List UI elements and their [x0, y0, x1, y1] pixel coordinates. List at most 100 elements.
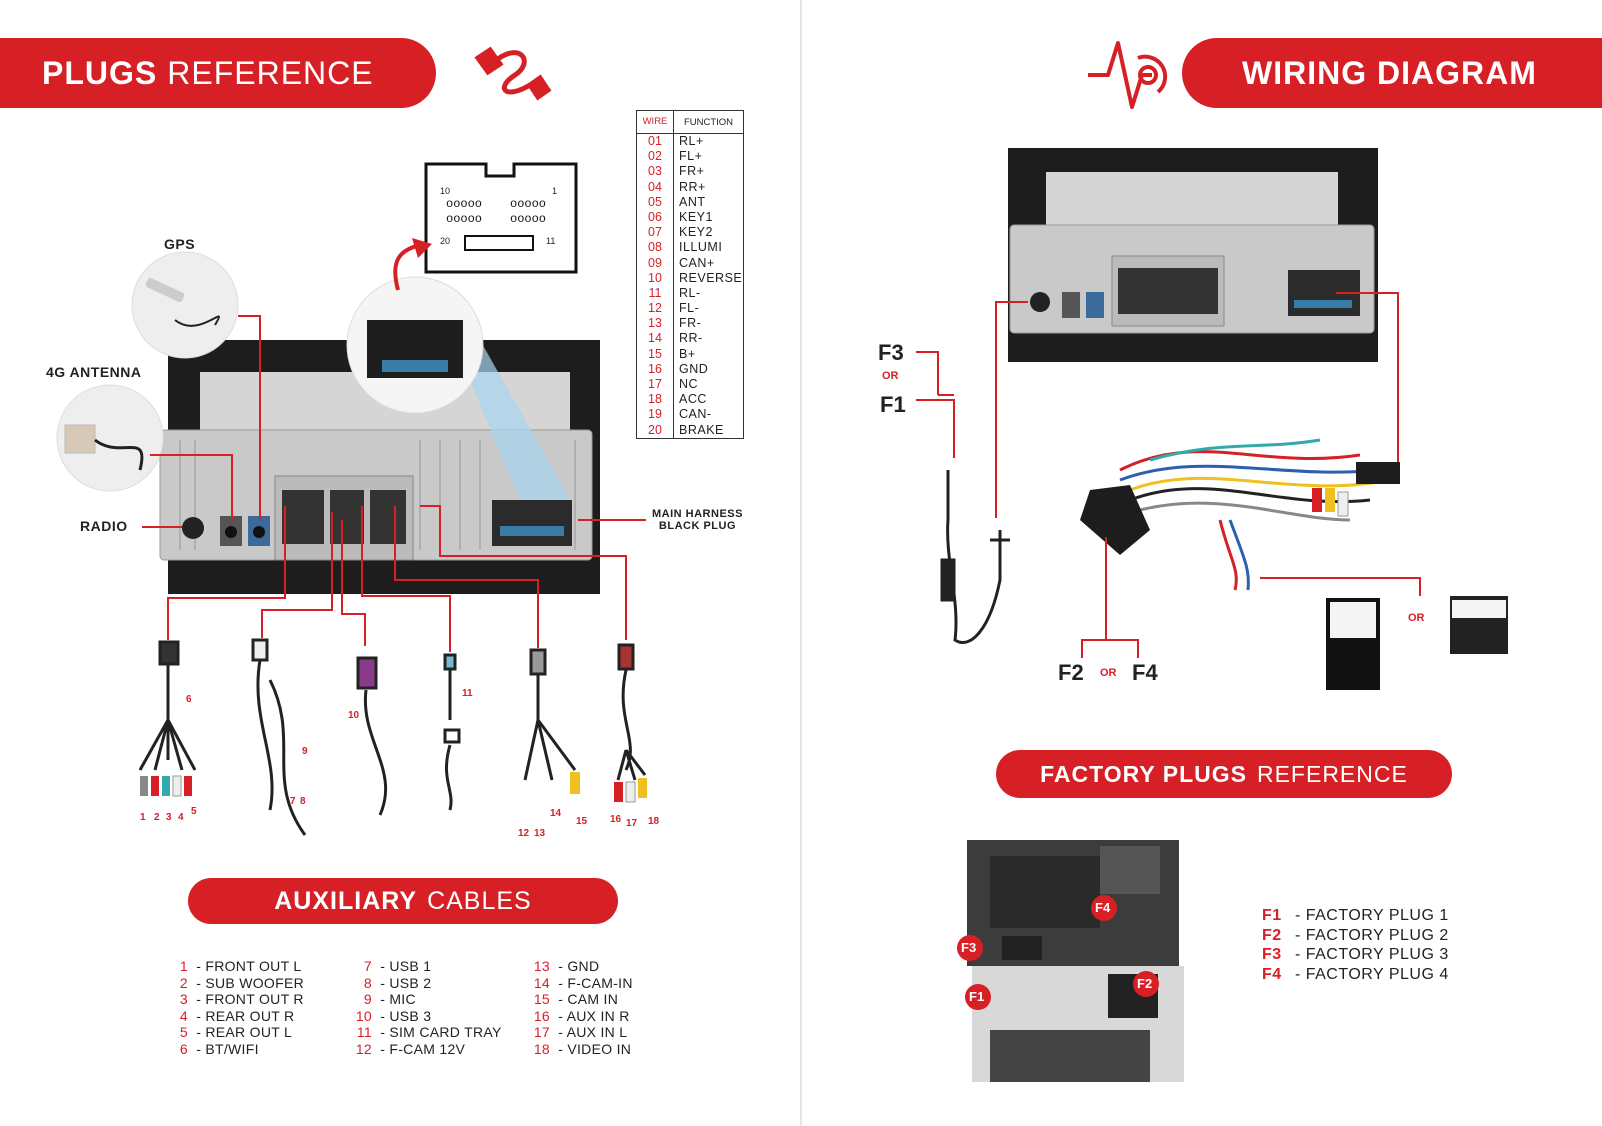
- wire-function: FL-: [679, 301, 700, 316]
- wire-function: FR-: [679, 316, 702, 331]
- svg-text:ooooo: ooooo: [510, 212, 546, 226]
- pin-label-bottom-left: 20: [440, 236, 451, 246]
- wire-number: 05: [648, 194, 662, 209]
- aux-legend-number: 15: [533, 991, 550, 1008]
- wire-number: 08: [648, 240, 662, 255]
- aux-legend-text: - CAM IN: [554, 991, 619, 1008]
- wire-function: RL+: [679, 134, 704, 148]
- factory-plug-markers: [957, 895, 1159, 1010]
- or-label-module: OR: [1408, 612, 1425, 624]
- aux-legend-number: 13: [533, 958, 550, 974]
- wire-row: 13 FR-: [637, 316, 743, 331]
- aux-legend-text: - REAR OUT L: [192, 1024, 293, 1041]
- factory-legend-item: F1 - FACTORY PLUG 1: [1262, 906, 1449, 926]
- pin-label-top-right: 1: [552, 186, 558, 196]
- cable-number: 18: [648, 816, 660, 827]
- cable-number: 9: [302, 746, 308, 757]
- factory-thin-text: REFERENCE: [1256, 760, 1408, 787]
- factory-legend-key: F1: [1262, 907, 1282, 924]
- antenna-adapter: [940, 470, 1010, 644]
- aux-legend-item: 2 - SUB WOOFER: [168, 975, 304, 992]
- wire-number: 07: [648, 225, 662, 240]
- cable-number: 16: [610, 814, 622, 825]
- aux-legend-number: 18: [533, 1040, 550, 1057]
- factory-legend-key: F2: [1262, 926, 1282, 944]
- wire-function: ACC: [679, 392, 707, 407]
- cable-number: 8: [300, 796, 306, 807]
- aux-legend-text: - F-CAM 12V: [376, 1040, 466, 1057]
- aux-legend-text: - USB 3: [376, 1007, 432, 1024]
- aux-legend-text: - F-CAM-IN: [554, 974, 633, 991]
- aux-legend-item: 16 - AUX IN R: [530, 1008, 633, 1025]
- wire-number: 15: [648, 346, 662, 361]
- wire-number: 13: [648, 316, 662, 331]
- aux-legend-item: 3 - FRONT OUT R: [168, 991, 304, 1008]
- f1-marker: F1: [969, 989, 985, 1004]
- aux-legend-number: 6: [179, 1040, 188, 1057]
- auxiliary-cables-banner: AUXILIARY CABLES: [188, 878, 618, 924]
- wire-number: 02: [648, 149, 662, 164]
- aux-legend-text: - SUB WOOFER: [192, 974, 305, 991]
- cable-number: 17: [626, 818, 638, 829]
- wire-number: 09: [648, 255, 662, 270]
- wire-table-header: WIRE FUNCTION: [637, 111, 743, 134]
- aux-legend-number: 17: [533, 1024, 550, 1041]
- factory-legend-key: F3: [1262, 946, 1282, 963]
- factory-legend-item: F3 - FACTORY PLUG 3: [1262, 945, 1449, 965]
- wire-function: B+: [679, 346, 696, 361]
- wire-number: 16: [648, 361, 662, 376]
- wire-number: 04: [648, 179, 662, 194]
- factory-legend-item: F2 - FACTORY PLUG 2: [1262, 926, 1449, 946]
- svg-text:ooooo: ooooo: [446, 212, 482, 226]
- wire-function: NC: [679, 377, 699, 391]
- gps-bubble: [131, 251, 239, 359]
- banner-thin-text: REFERENCE: [167, 54, 374, 91]
- aux-legend-item: 15 - CAM IN: [530, 991, 633, 1008]
- wire-function: RL-: [679, 285, 701, 300]
- aux-legend-number: 16: [533, 1007, 550, 1024]
- f1-label: F1: [880, 392, 906, 417]
- aux-legend-text: - USB 2: [376, 974, 432, 991]
- cable-number: 4: [178, 812, 184, 823]
- wire-number: 01: [648, 134, 662, 148]
- aux-legend-text: - SIM CARD TRAY: [376, 1024, 502, 1041]
- aux-legend-item: 18 - VIDEO IN: [530, 1041, 633, 1058]
- aux-legend-item: 9 - MIC: [352, 991, 502, 1008]
- antenna-4g-label: 4G ANTENNA: [46, 364, 142, 380]
- factory-legend-item: F4 - FACTORY PLUG 4: [1262, 965, 1449, 985]
- aux-legend-item: 8 - USB 2: [352, 975, 502, 992]
- pin-label-top-left: 10: [440, 186, 451, 196]
- aux-legend-text: - VIDEO IN: [554, 1040, 632, 1057]
- aux-legend-number: 14: [533, 974, 550, 991]
- main-harness-label: MAIN HARNESS BLACK PLUG: [652, 508, 743, 532]
- cable-number: 7: [290, 796, 296, 807]
- banner-text: WIRING DIAGRAM: [1242, 54, 1537, 91]
- aux-legend-number: 3: [179, 991, 188, 1008]
- aux-legend-text: - FRONT OUT R: [192, 991, 304, 1008]
- pin-label-bottom-right: 11: [546, 236, 556, 246]
- aux-legend-text: - GND: [554, 958, 600, 974]
- wire-function: FL+: [679, 149, 703, 164]
- f4-marker: F4: [1095, 900, 1111, 915]
- svg-text:ooooo: ooooo: [446, 197, 482, 211]
- aux-legend-text: - MIC: [376, 991, 416, 1008]
- aux-legend-item: 7 - USB 1: [352, 958, 502, 975]
- aux-legend-number: 10: [355, 1007, 372, 1024]
- aux-legend-item: 17 - AUX IN L: [530, 1024, 633, 1041]
- cable-number: 14: [550, 808, 562, 819]
- svg-text:ooooo: ooooo: [510, 197, 546, 211]
- aux-legend-item: 5 - REAR OUT L: [168, 1024, 304, 1041]
